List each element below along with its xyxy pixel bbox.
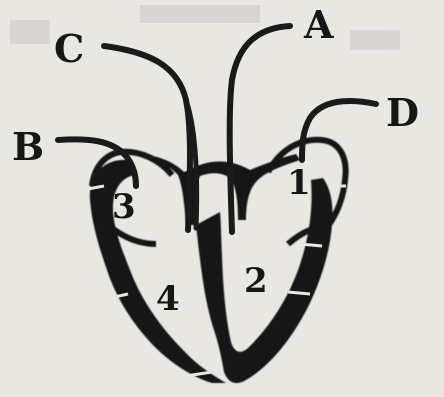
label-chamber-3: 3 xyxy=(112,187,136,227)
label-c: C xyxy=(54,26,84,71)
label-d: D xyxy=(386,90,419,135)
label-chamber-1: 1 xyxy=(287,163,311,203)
label-b: B xyxy=(12,124,44,169)
label-chamber-4: 4 xyxy=(156,279,180,319)
valve-region xyxy=(150,154,300,225)
label-chamber-2: 2 xyxy=(244,261,268,301)
label-a: A xyxy=(303,2,334,47)
